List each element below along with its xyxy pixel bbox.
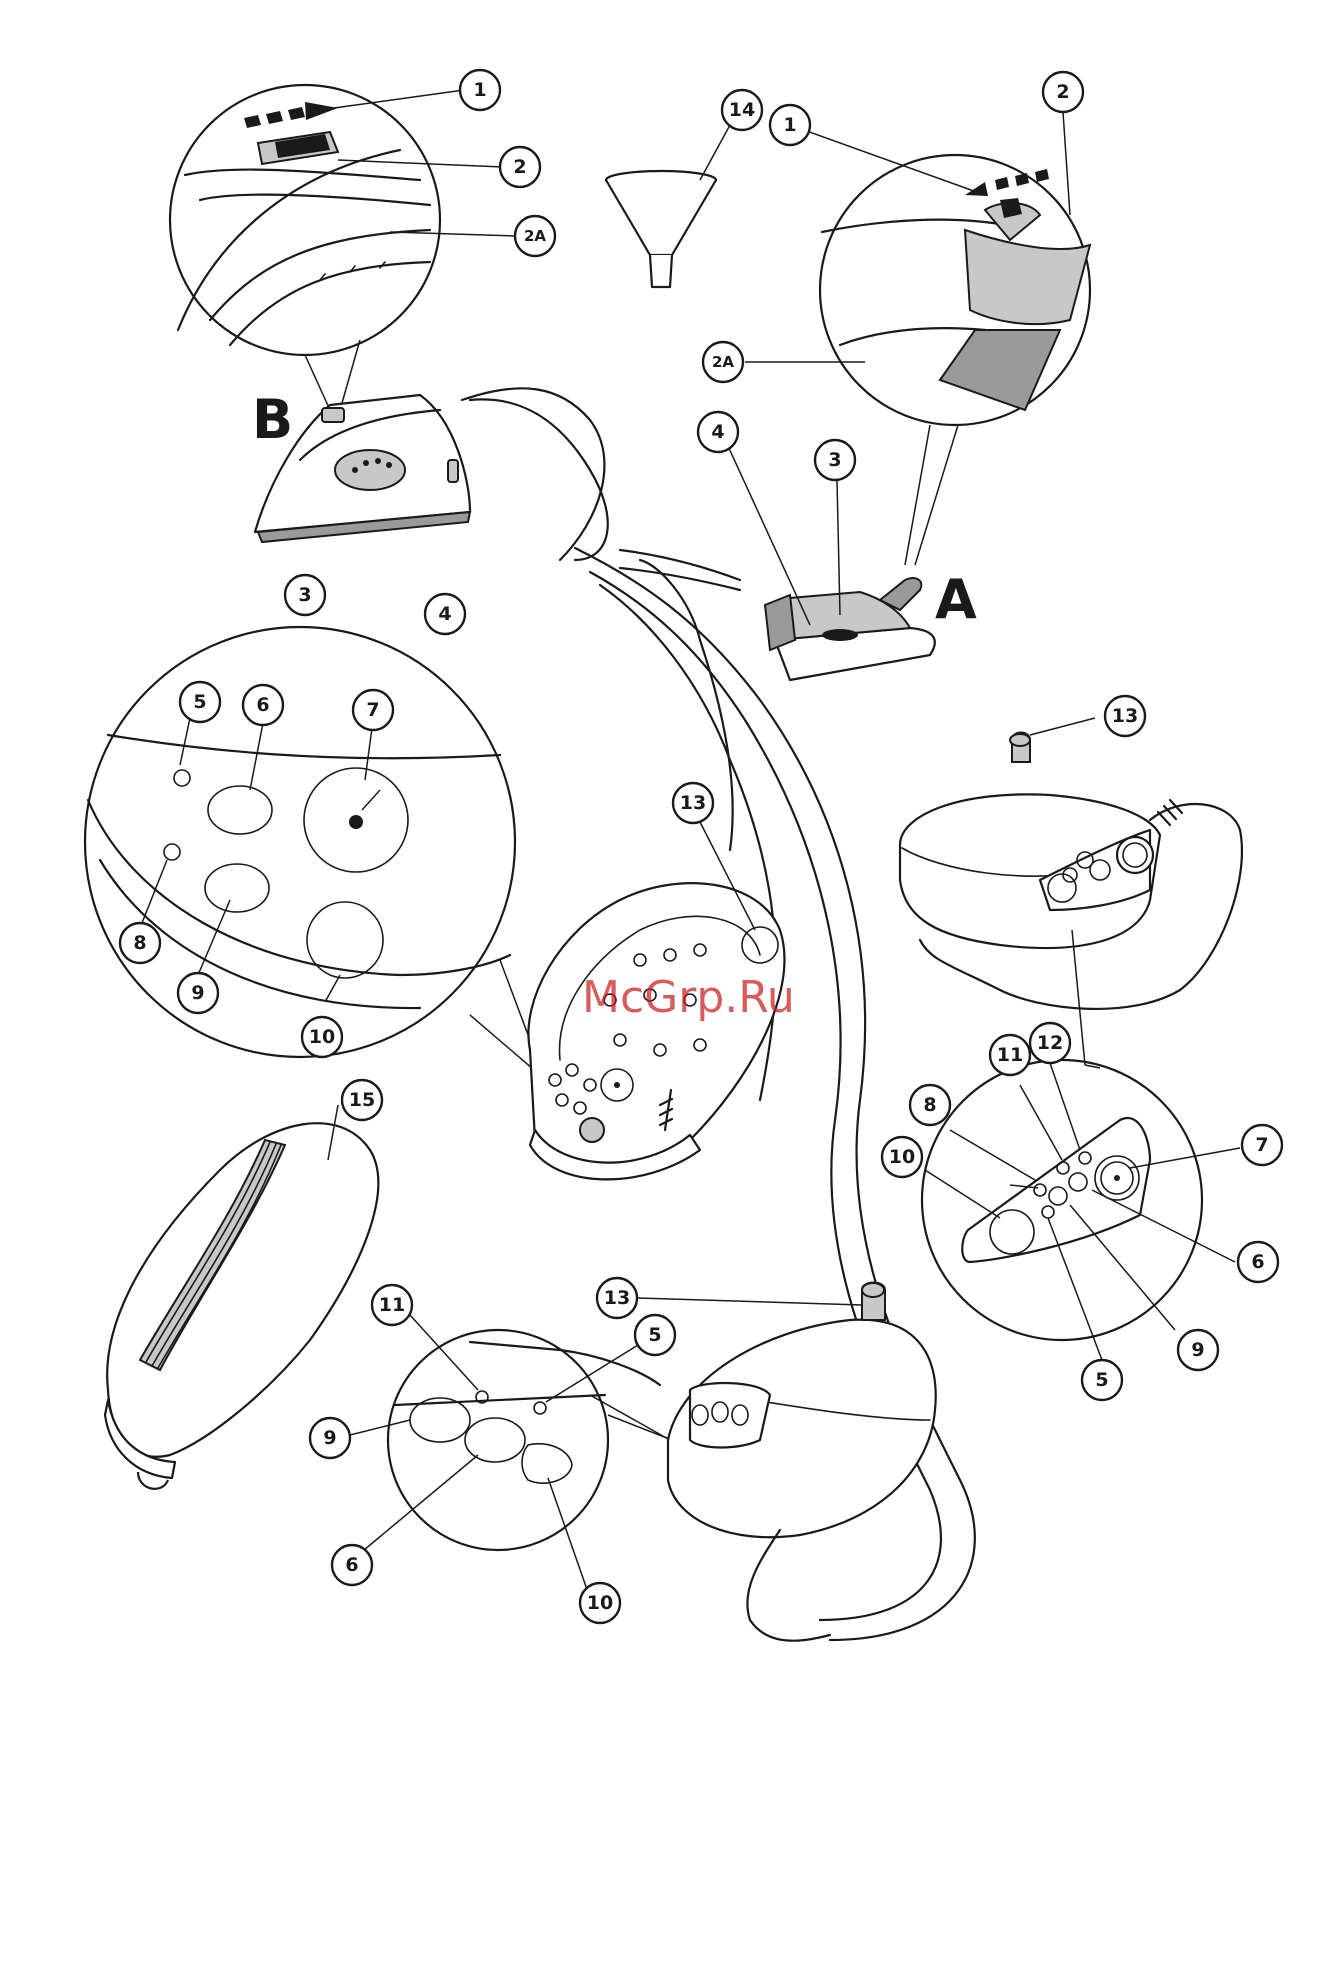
- svg-text:4: 4: [438, 603, 451, 625]
- svg-text:4: 4: [711, 421, 724, 443]
- svg-text:3: 3: [298, 584, 311, 606]
- svg-text:15: 15: [349, 1089, 375, 1111]
- callout-p1-10: 10: [302, 1017, 342, 1057]
- svg-text:11: 11: [379, 1294, 405, 1316]
- svg-text:9: 9: [1191, 1339, 1204, 1361]
- svg-text:1: 1: [473, 79, 486, 101]
- svg-text:9: 9: [191, 982, 204, 1004]
- svg-text:9: 9: [323, 1427, 336, 1449]
- svg-text:2: 2: [513, 156, 526, 178]
- svg-text:5: 5: [1095, 1369, 1108, 1391]
- callout-b-1: 1: [460, 70, 500, 110]
- callout-a-1: 1: [770, 105, 810, 145]
- svg-text:7: 7: [366, 699, 379, 721]
- svg-text:13: 13: [1112, 705, 1138, 727]
- callout-p2-8: 8: [910, 1085, 950, 1125]
- svg-text:1: 1: [783, 114, 796, 136]
- svg-text:8: 8: [133, 932, 146, 954]
- callout-p1-8: 8: [120, 923, 160, 963]
- panel-1-zoom-circle: [85, 627, 545, 1080]
- svg-text:13: 13: [604, 1287, 630, 1309]
- callout-p3-11: 11: [372, 1285, 412, 1325]
- callout-b-2: 2: [500, 147, 540, 187]
- callout-right-base-13: 13: [1105, 696, 1145, 736]
- callout-a-4: 4: [698, 412, 738, 452]
- callout-p1-5: 5: [180, 682, 220, 722]
- panel-3-zoom-circle: [338, 1315, 672, 1598]
- callout-p2-6: 6: [1238, 1242, 1278, 1282]
- figure-letter-a: A: [935, 568, 977, 631]
- svg-text:2A: 2A: [712, 353, 734, 371]
- svg-text:10: 10: [889, 1146, 915, 1168]
- callout-p2-12: 12: [1030, 1023, 1070, 1063]
- bottom-base-unit: [638, 1283, 936, 1641]
- callout-p1-6: 6: [243, 685, 283, 725]
- callout-p3-10: 10: [580, 1583, 620, 1623]
- callout-funnel-14: 14: [722, 90, 762, 130]
- callout-bottom-base-13: 13: [597, 1278, 637, 1318]
- svg-text:10: 10: [309, 1026, 335, 1048]
- svg-text:6: 6: [345, 1554, 358, 1576]
- callout-p2-5: 5: [1082, 1360, 1122, 1400]
- svg-text:11: 11: [997, 1044, 1023, 1066]
- svg-text:7: 7: [1255, 1134, 1268, 1156]
- svg-text:3: 3: [828, 449, 841, 471]
- callout-p2-11: 11: [990, 1035, 1030, 1075]
- callout-a-3: 3: [815, 440, 855, 480]
- callout-p1-9: 9: [178, 973, 218, 1013]
- callout-p3-9: 9: [310, 1418, 350, 1458]
- svg-text:10: 10: [587, 1592, 613, 1614]
- svg-text:2A: 2A: [524, 227, 546, 245]
- callout-a-2: 2: [1043, 72, 1083, 112]
- right-base-unit: [900, 718, 1242, 1009]
- callout-p2-7: 7: [1242, 1125, 1282, 1165]
- detail-a-zoom-circle: [745, 112, 1090, 565]
- svg-text:6: 6: [256, 694, 269, 716]
- svg-text:8: 8: [923, 1094, 936, 1116]
- svg-text:5: 5: [648, 1324, 661, 1346]
- callout-p3-5: 5: [635, 1315, 675, 1355]
- panel-2-zoom-circle: [922, 930, 1240, 1360]
- callout-p3-6: 6: [332, 1545, 372, 1585]
- svg-text:14: 14: [729, 99, 755, 121]
- funnel: [606, 171, 716, 287]
- callout-b-4: 4: [425, 594, 465, 634]
- iron-a: [620, 433, 935, 680]
- svg-text:5: 5: [193, 691, 206, 713]
- callout-b-2a: 2A: [515, 216, 555, 256]
- figure-letter-b: B: [252, 388, 293, 451]
- svg-text:12: 12: [1037, 1032, 1063, 1054]
- svg-text:6: 6: [1251, 1251, 1264, 1273]
- callout-b-3: 3: [285, 575, 325, 615]
- svg-text:2: 2: [1056, 81, 1069, 103]
- callout-cover-15: 15: [342, 1080, 382, 1120]
- detail-b-zoom-circle: [170, 85, 517, 410]
- callout-center-base-13: 13: [673, 783, 713, 823]
- callout-p1-7: 7: [353, 690, 393, 730]
- svg-text:13: 13: [680, 792, 706, 814]
- callout-p2-9: 9: [1178, 1330, 1218, 1370]
- callout-a-2a: 2A: [703, 342, 743, 382]
- iron-b: [255, 388, 604, 560]
- callout-p2-10: 10: [882, 1137, 922, 1177]
- watermark-text: McGrp.Ru: [582, 972, 795, 1023]
